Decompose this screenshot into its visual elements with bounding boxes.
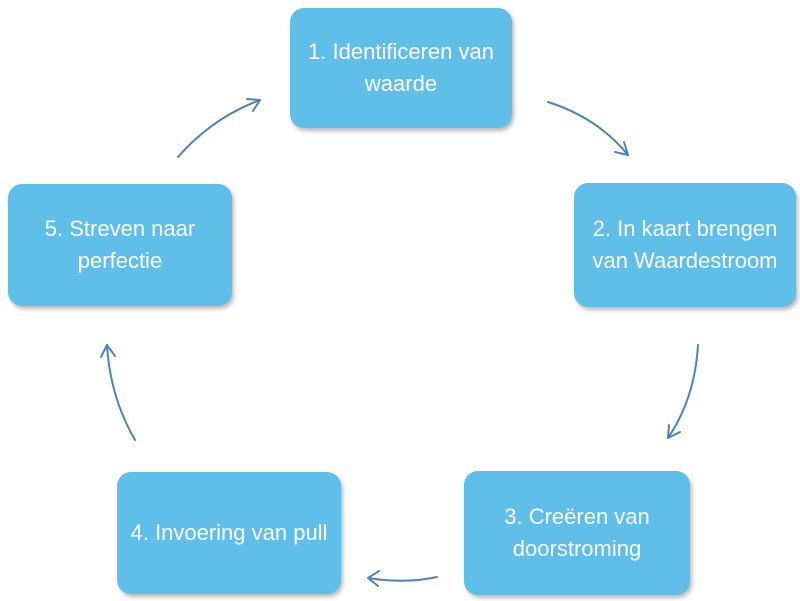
step-identificeren-van-waarde: 1. Identificeren van waarde [290,8,512,128]
arrow-3-to-4 [367,570,438,587]
arrow-5-to-1 [177,98,261,158]
step-4-label: 4. Invoering van pull [130,520,328,545]
step-streven-naar-perfectie: 5. Streven naar perfectie [8,184,232,306]
step-5-label: 5. Streven naar perfectie [44,216,196,273]
step-1-label: 1. Identificeren van waarde [308,39,494,96]
step-2-label: 2. In kaart brengen van Waardestroom [592,216,778,273]
step-in-kaart-brengen-van-waardestroom: 2. In kaart brengen van Waardestroom [574,183,796,307]
arrow-2-to-3 [667,344,699,439]
step-creeren-van-doorstroming: 3. Creëren van doorstroming [464,471,690,595]
arrow-4-to-5 [100,344,136,441]
step-invoering-van-pull: 4. Invoering van pull [117,472,341,594]
step-3-label: 3. Creëren van doorstroming [504,504,650,561]
arrow-1-to-2 [547,101,629,156]
